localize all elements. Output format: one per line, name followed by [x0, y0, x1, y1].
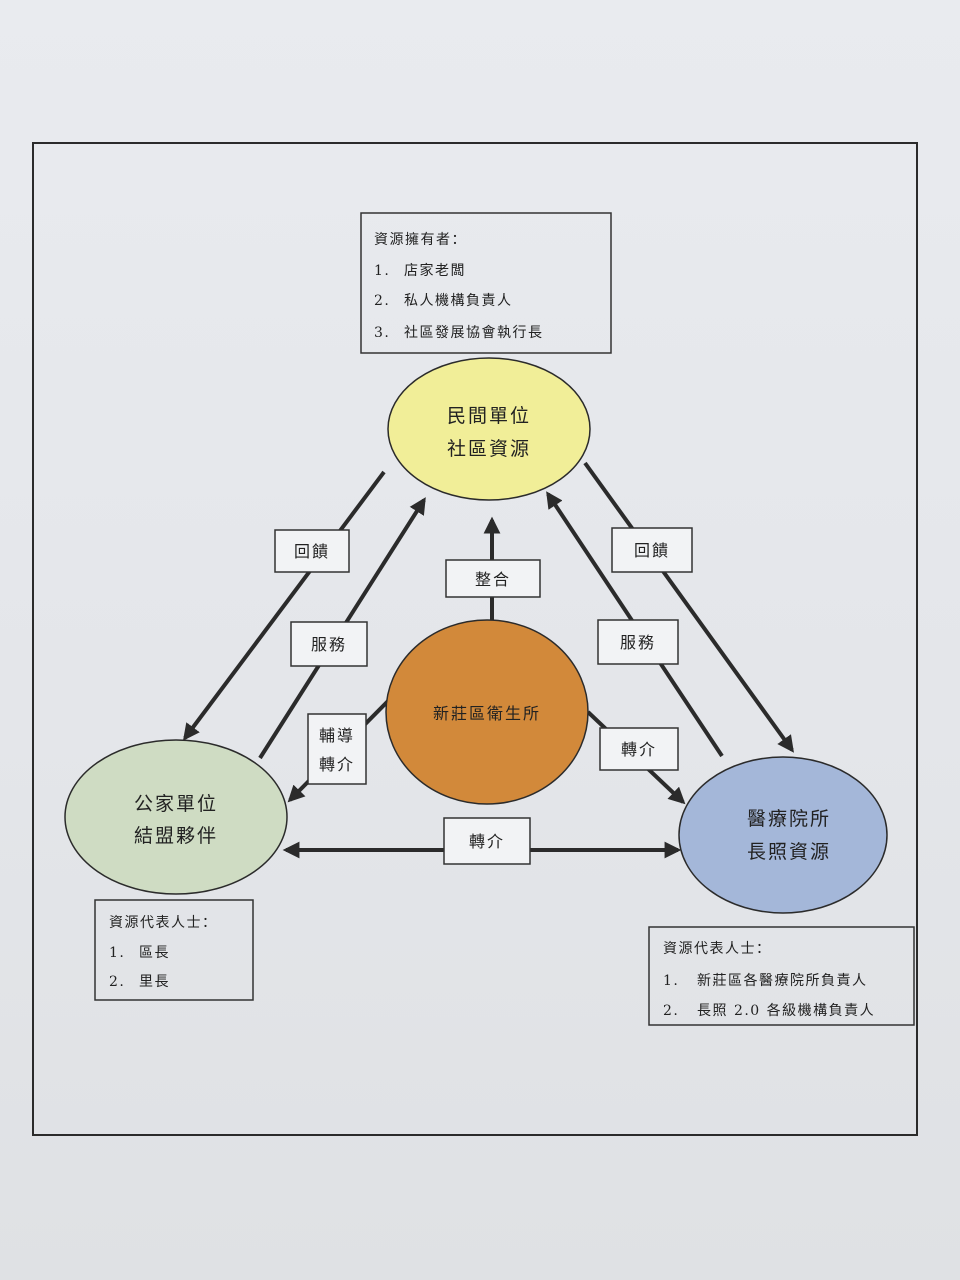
label-refer-center-text: 轉介 [621, 740, 657, 759]
label-integrate: 整合 [445, 559, 541, 598]
label-left-service: 服務 [290, 621, 368, 667]
right-representative-num-2: 2. [663, 1003, 679, 1019]
label-left-service-box [290, 621, 368, 667]
node-medical-ltc: 醫療院所 長照資源 [678, 756, 888, 914]
resource-owner-item-2: 私人機構負責人 [404, 293, 513, 309]
label-right-feedback-box [611, 527, 693, 573]
left-representative-num-2: 2. [109, 974, 125, 990]
right-representative-box-border [648, 926, 915, 1026]
label-refer-bottom: 轉介 [443, 817, 531, 865]
label-right-service: 服務 [597, 619, 679, 665]
label-guide-refer: 輔導 轉介 [307, 713, 367, 785]
label-integrate-box [445, 559, 541, 598]
label-guide-refer-box [307, 713, 367, 785]
node-public-partners-line1: 公家單位 [134, 793, 218, 815]
arrow-top-to-right-feedback [583, 461, 794, 753]
node-community-resources-shape [387, 357, 591, 501]
node-community-resources-line1: 民間單位 [447, 405, 531, 427]
right-representative-num-1: 1. [663, 973, 679, 989]
node-public-partners-shape [64, 739, 288, 895]
label-refer-center: 轉介 [599, 727, 679, 771]
node-medical-ltc-line2: 長照資源 [747, 841, 831, 863]
left-representative-item-1: 區長 [139, 945, 170, 961]
label-right-service-box [597, 619, 679, 665]
label-right-feedback-text: 回饋 [634, 541, 670, 560]
node-health-center: 新莊區衛生所 [385, 619, 589, 805]
node-community-resources-line2: 社區資源 [447, 438, 531, 460]
left-representative-title: 資源代表人士： [109, 915, 218, 931]
node-community-resources: 民間單位 社區資源 [387, 357, 591, 501]
resource-owner-box: 資源擁有者： 1. 店家老闆 2. 私人機構負責人 3. 社區發展協會執行長 [360, 212, 612, 354]
resource-owner-item-1: 店家老闆 [404, 262, 466, 279]
node-health-center-shape [385, 619, 589, 805]
left-representative-box: 資源代表人士： 1. 區長 2. 里長 [94, 899, 254, 1001]
node-public-partners: 公家單位 結盟夥伴 [64, 739, 288, 895]
label-refer-center-box [599, 727, 679, 771]
label-guide-line2: 轉介 [319, 755, 355, 774]
label-right-feedback: 回饋 [611, 527, 693, 573]
resource-owner-num-2: 2. [374, 293, 390, 309]
node-medical-ltc-line1: 醫療院所 [747, 808, 831, 830]
node-public-partners-line2: 結盟夥伴 [134, 825, 218, 847]
label-left-service-text: 服務 [311, 635, 347, 654]
label-guide-line1: 輔導 [319, 726, 355, 745]
label-refer-bottom-text: 轉介 [469, 832, 505, 851]
arrow-top-to-left-feedback [182, 470, 386, 741]
right-representative-item-1: 新莊區各醫療院所負責人 [697, 972, 868, 989]
right-representative-box: 資源代表人士： 1. 新莊區各醫療院所負責人 2. 長照 2.0 各級機構負責人 [648, 926, 915, 1026]
resource-owner-title: 資源擁有者： [374, 232, 467, 248]
node-medical-ltc-shape [678, 756, 888, 914]
resource-owner-num-1: 1. [374, 263, 390, 279]
node-health-center-label: 新莊區衛生所 [433, 704, 541, 723]
resource-owner-num-3: 3. [374, 325, 390, 341]
label-integrate-text: 整合 [475, 570, 511, 589]
left-representative-item-2: 里長 [139, 974, 170, 990]
diagram-frame [32, 142, 918, 1136]
right-representative-title: 資源代表人士： [663, 941, 772, 957]
left-representative-box-border [94, 899, 254, 1001]
label-left-feedback: 回饋 [274, 529, 350, 573]
label-refer-bottom-box [443, 817, 531, 865]
right-representative-item-2: 長照 2.0 各級機構負責人 [697, 1003, 875, 1019]
resource-owner-item-3: 社區發展協會執行長 [404, 325, 544, 341]
label-left-feedback-text: 回饋 [294, 542, 330, 561]
label-left-feedback-box [274, 529, 350, 573]
resource-owner-box-border [360, 212, 612, 354]
label-right-service-text: 服務 [620, 633, 656, 652]
left-representative-num-1: 1. [109, 945, 125, 961]
